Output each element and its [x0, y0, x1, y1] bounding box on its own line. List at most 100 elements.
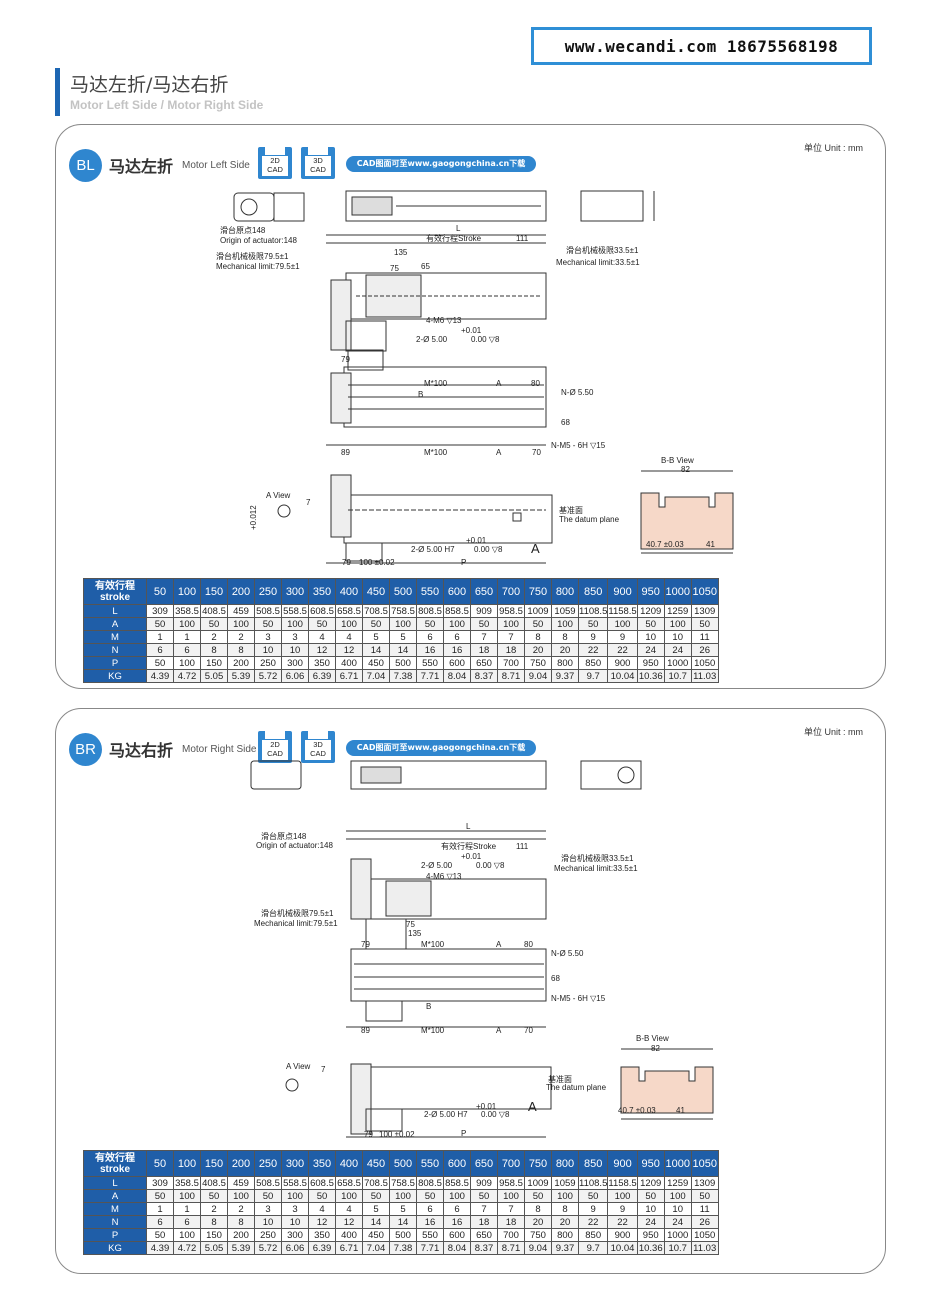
label-n-hole: N-Ø 5.50	[561, 388, 594, 397]
table-cell: 858.5	[443, 604, 471, 618]
cad-3d-icon[interactable]: 3D CAD	[301, 147, 335, 179]
table-cell: 50	[254, 1189, 282, 1203]
label-tol-plus-2: +0.01	[466, 536, 487, 545]
table-cell: 50	[200, 617, 228, 631]
table-cell: 200	[227, 656, 255, 670]
table-cell: 1009	[524, 604, 552, 618]
table-cell: 100	[497, 1189, 525, 1203]
table-cell: 6	[146, 643, 174, 657]
table-cell: 250	[254, 656, 282, 670]
table-cell: 50	[146, 1228, 174, 1242]
table-cell: 100	[335, 1189, 363, 1203]
table-cell: 50	[524, 617, 552, 631]
dim-82: 82	[651, 1044, 660, 1053]
table-cell: 3	[281, 630, 309, 644]
table-cell: 1000	[663, 1228, 692, 1242]
cad-download-link[interactable]: CAD图面可至www.gaogongchina.cn下载	[346, 156, 536, 172]
table-cell: 5	[389, 630, 417, 644]
label-mech-right-en: Mechanical limit:33.5±1	[556, 258, 640, 267]
table-cell: 8.71	[497, 669, 525, 683]
table-cell: 900	[607, 1228, 638, 1242]
label-tol-zero-2: 0.00 ▽8	[474, 545, 503, 554]
row-label: A	[83, 617, 147, 631]
stroke-header: 600	[443, 578, 471, 605]
table-cell: 800	[551, 1228, 579, 1242]
dim-79: 79	[341, 355, 350, 364]
table-cell: 100	[335, 617, 363, 631]
label-n-tap: N-M5 - 6H ▽15	[551, 994, 606, 1003]
cad-3d-label: 3D CAD	[305, 740, 331, 760]
table-cell: 100	[443, 1189, 471, 1203]
table-cell: 18	[470, 1215, 498, 1229]
table-cell: 800	[551, 656, 579, 670]
stroke-header: 200	[227, 578, 255, 605]
table-cell: 650	[470, 656, 498, 670]
dim-79: 79	[361, 940, 370, 949]
table-cell: 100	[173, 656, 201, 670]
table-cell: 9	[607, 1202, 638, 1216]
table-cell: 8	[551, 1202, 579, 1216]
table-cell: 4.39	[146, 1241, 174, 1255]
row-label: N	[83, 643, 147, 657]
table-cell: 7	[470, 630, 498, 644]
table-cell: 11.03	[690, 1241, 719, 1255]
unit-label: 单位 Unit : mm	[803, 727, 863, 737]
cad-3d-icon[interactable]: 3D CAD	[301, 731, 335, 763]
table-cell: 1	[173, 1202, 201, 1216]
table-cell: 558.5	[281, 1176, 309, 1190]
dim-P: P	[461, 558, 466, 567]
label-bb-view: B-B View	[636, 1034, 669, 1043]
stroke-header: 400	[335, 1150, 363, 1177]
table-cell: 4	[335, 630, 363, 644]
table-cell: 6.39	[308, 669, 336, 683]
table-cell: 1000	[663, 656, 692, 670]
table-cell: 350	[308, 656, 336, 670]
dim-100: 100 ±0.02	[379, 1130, 415, 1139]
dim-80: 80	[524, 940, 533, 949]
table-cell: 459	[227, 1176, 255, 1190]
table-cell: 20	[551, 643, 579, 657]
table-cell: 808.5	[416, 1176, 444, 1190]
table-cell: 500	[389, 1228, 417, 1242]
cad-2d-icon[interactable]: 2D CAD	[258, 731, 292, 763]
label-tol-left: +0.012	[249, 505, 258, 530]
stroke-header: 950	[636, 1150, 665, 1177]
label-origin-cn: 滑台原点148	[220, 225, 266, 235]
table-cell: 100	[607, 617, 638, 631]
cad-download-link[interactable]: CAD图面可至www.gaogongchina.cn下载	[346, 740, 536, 756]
table-cell: 3	[281, 1202, 309, 1216]
stroke-header: 1000	[663, 1150, 692, 1177]
cad-2d-icon[interactable]: 2D CAD	[258, 147, 292, 179]
dim-79-bottom: 79	[364, 1130, 373, 1139]
table-cell: 10.36	[636, 1241, 665, 1255]
stroke-header: 500	[389, 578, 417, 605]
table-cell: 18	[470, 643, 498, 657]
section-code-badge: BR	[69, 733, 102, 766]
dim-P: P	[461, 1129, 466, 1138]
table-cell: 20	[524, 1215, 552, 1229]
dim-7: 7	[321, 1065, 326, 1074]
row-label: P	[83, 1228, 147, 1242]
table-cell: 6.06	[281, 1241, 309, 1255]
dim-A-bottom: A	[496, 1026, 502, 1035]
table-cell: 100	[227, 617, 255, 631]
table-cell: 358.5	[173, 1176, 201, 1190]
table-cell: 14	[389, 643, 417, 657]
table-cell: 1158.5	[607, 1176, 638, 1190]
table-cell: 24	[663, 1215, 692, 1229]
table-cell: 8	[227, 643, 255, 657]
table-cell: 6.71	[335, 669, 363, 683]
table-cell: 50	[636, 1189, 665, 1203]
table-cell: 350	[308, 1228, 336, 1242]
section-title-cn: 马达右折	[109, 741, 174, 760]
table-cell: 10	[636, 630, 665, 644]
table-cell: 658.5	[335, 604, 363, 618]
label-n-tap: N-M5 - 6H ▽15	[551, 441, 606, 450]
table-cell: 26	[690, 643, 719, 657]
table-cell: 5	[389, 1202, 417, 1216]
stroke-header: 850	[577, 578, 609, 605]
